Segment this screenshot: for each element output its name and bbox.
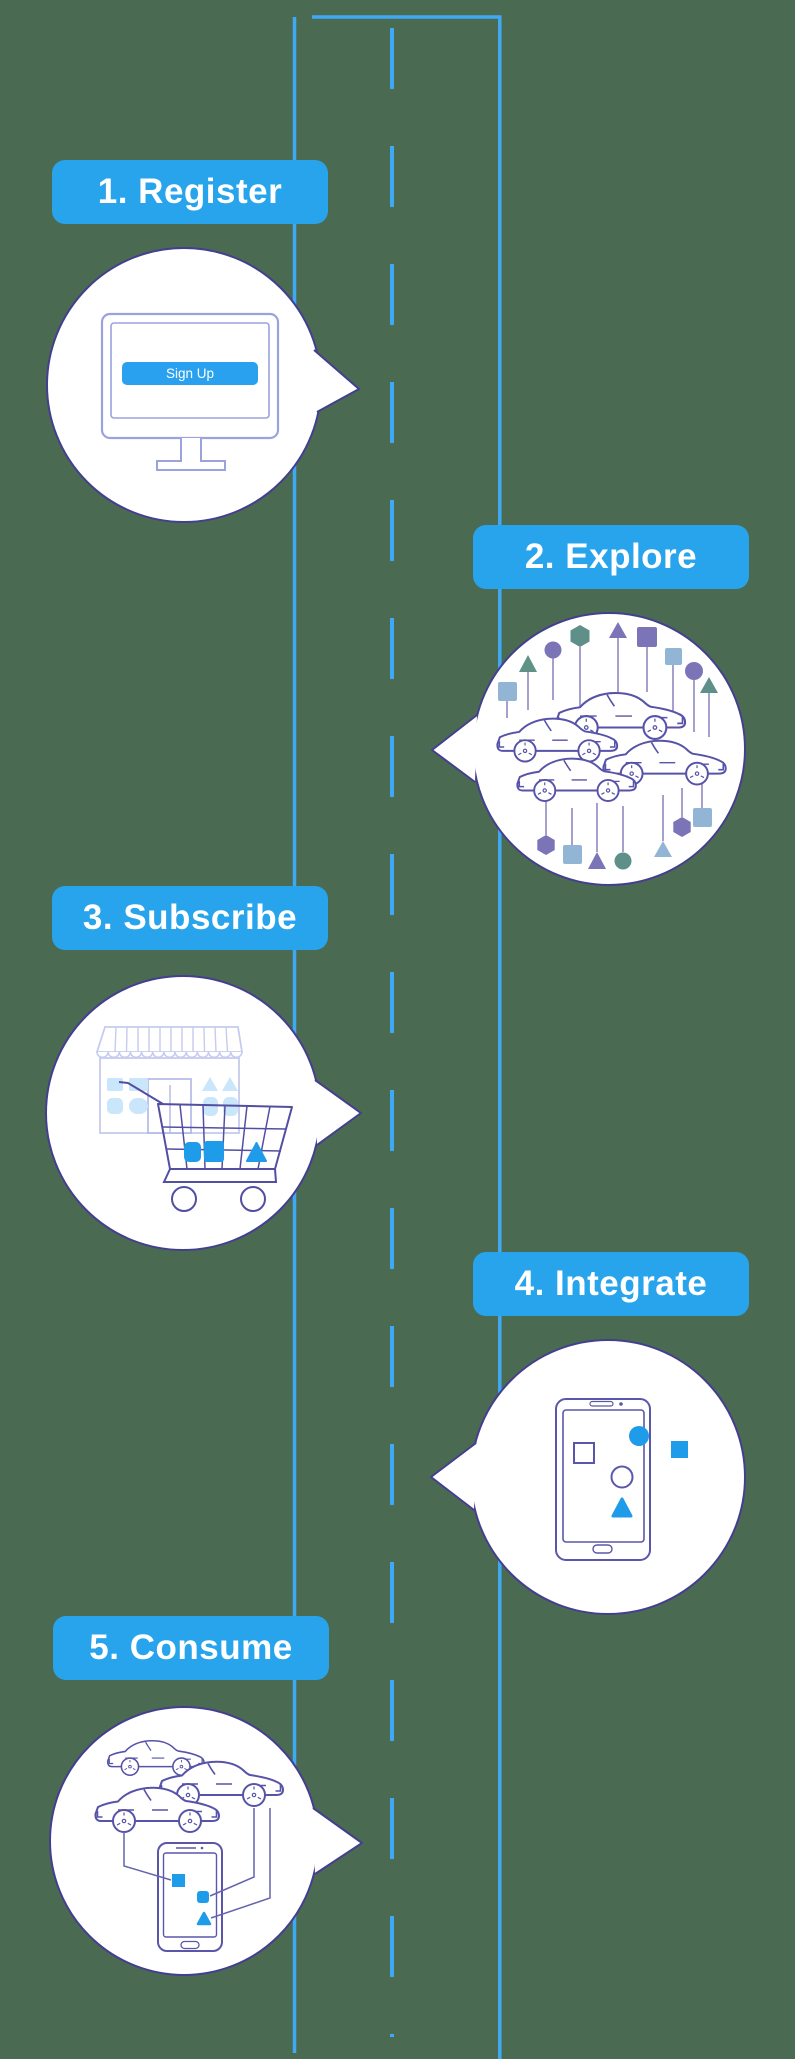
storefront-icon <box>95 1026 244 1134</box>
step-label-explore: 2. Explore <box>473 525 749 589</box>
speech-bubble-explore <box>431 612 746 886</box>
phone-screen <box>162 1852 218 1938</box>
monitor-icon: Sign Up <box>100 312 280 471</box>
data-shape-hexagon <box>673 817 691 837</box>
data-shape-circle <box>544 641 562 659</box>
speech-bubble-integrate <box>430 1339 746 1615</box>
speech-bubble-register: Sign Up <box>46 247 360 523</box>
phone-home-button <box>592 1544 613 1554</box>
data-shape-hexagon <box>570 625 590 647</box>
data-shape-square <box>665 648 682 665</box>
monitor-stand <box>156 438 226 471</box>
app-triangle-icon <box>611 1497 633 1518</box>
item-rounded-square <box>197 1891 209 1903</box>
data-shape-square <box>693 808 712 827</box>
data-shape-triangle <box>654 841 672 857</box>
connector-lines <box>123 1808 271 1919</box>
awning <box>95 1026 244 1053</box>
phone-screen <box>562 1409 645 1543</box>
item-square <box>204 1141 224 1162</box>
data-shape-triangle <box>519 655 537 672</box>
bubble-tail <box>430 1442 477 1511</box>
app-shapes <box>573 1426 688 1518</box>
step-label-integrate: 4. Integrate <box>473 1252 749 1316</box>
speech-bubble-subscribe <box>45 975 362 1251</box>
data-shape-circle <box>685 662 703 680</box>
step-label-subscribe: 3. Subscribe <box>52 886 328 950</box>
phone-camera <box>619 1402 623 1406</box>
app-square-outline-icon <box>573 1442 595 1464</box>
data-shape-circle <box>614 852 632 870</box>
phone-camera <box>200 1846 204 1850</box>
signup-button <box>122 362 258 385</box>
road <box>292 15 502 2059</box>
awning-scallops <box>96 1051 243 1059</box>
road-right-edge-line <box>312 15 502 2059</box>
item-triangle <box>196 1911 212 1926</box>
data-shape-square <box>498 682 517 701</box>
speech-bubble-consume <box>49 1706 363 1976</box>
data-items <box>172 1874 212 1926</box>
phone-speaker <box>589 1400 614 1407</box>
store-windows <box>107 1077 238 1116</box>
bubble-tail <box>312 1807 363 1875</box>
monitor-screen <box>110 322 270 419</box>
signup-button-label: Sign Up <box>166 366 214 381</box>
app-circle-outline-icon <box>610 1465 634 1489</box>
bubble-tail <box>431 714 478 783</box>
step-label-register: 1. Register <box>52 160 328 224</box>
data-shape-triangle <box>700 677 718 693</box>
phone-home-button <box>180 1940 200 1950</box>
circuit-lines <box>506 638 710 852</box>
app-square-icon <box>671 1441 688 1458</box>
item-square <box>172 1874 185 1887</box>
item-triangle <box>246 1142 267 1162</box>
data-shape-square <box>637 627 657 647</box>
data-shape-triangle <box>609 622 627 638</box>
data-shape-square <box>563 845 582 864</box>
bubble-tail <box>313 349 360 413</box>
step-label-consume: 5. Consume <box>53 1616 329 1680</box>
app-dot-icon <box>629 1426 649 1446</box>
item-rounded-square <box>184 1142 201 1162</box>
smartphone-icon <box>157 1842 223 1952</box>
bubble-tail <box>314 1079 362 1146</box>
cart-items <box>184 1141 267 1162</box>
data-shape-triangle <box>588 852 606 869</box>
smartphone-icon <box>555 1398 651 1561</box>
data-shape-hexagon <box>537 835 555 855</box>
data-shapes <box>498 622 718 870</box>
